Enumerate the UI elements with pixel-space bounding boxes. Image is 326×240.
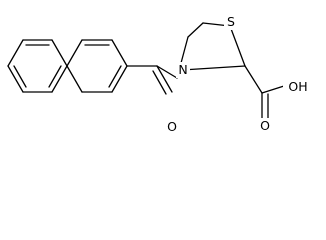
bond (181, 65, 246, 71)
label-mask (164, 119, 180, 135)
ketone-oxygen-atom: O (167, 119, 177, 134)
bond (7, 39, 24, 67)
bond (7, 65, 24, 93)
carboxylic-acid (244, 65, 285, 121)
bond (111, 39, 128, 67)
label-mask (176, 62, 190, 78)
bond (244, 65, 263, 94)
label-mask (224, 14, 238, 30)
carbonyl-linker (126, 65, 178, 95)
naphthalene-ring (7, 39, 128, 93)
double-bond-inner (48, 65, 62, 88)
acid-hydroxyl-group: OH (288, 79, 307, 94)
bond (187, 22, 204, 38)
bond (156, 65, 178, 79)
label-mask (257, 118, 273, 134)
chemical-structure: S N O OH O (7, 14, 313, 135)
double-bond-inner (108, 65, 122, 88)
nitrogen-atom: N (178, 62, 187, 77)
bond (51, 39, 68, 67)
bond (156, 65, 173, 93)
double-bond-inner (13, 65, 27, 88)
acid-carbonyl-oxygen-atom: O (260, 118, 270, 133)
double-bond-outer (152, 70, 167, 95)
bond (111, 65, 128, 93)
bond (66, 65, 83, 93)
bond (51, 65, 68, 93)
bond (66, 39, 83, 67)
bond (229, 25, 246, 67)
bond (261, 85, 285, 94)
atom-labels: S N O OH O (164, 14, 313, 135)
sulfur-atom: S (227, 14, 235, 29)
label-mask (283, 78, 313, 95)
